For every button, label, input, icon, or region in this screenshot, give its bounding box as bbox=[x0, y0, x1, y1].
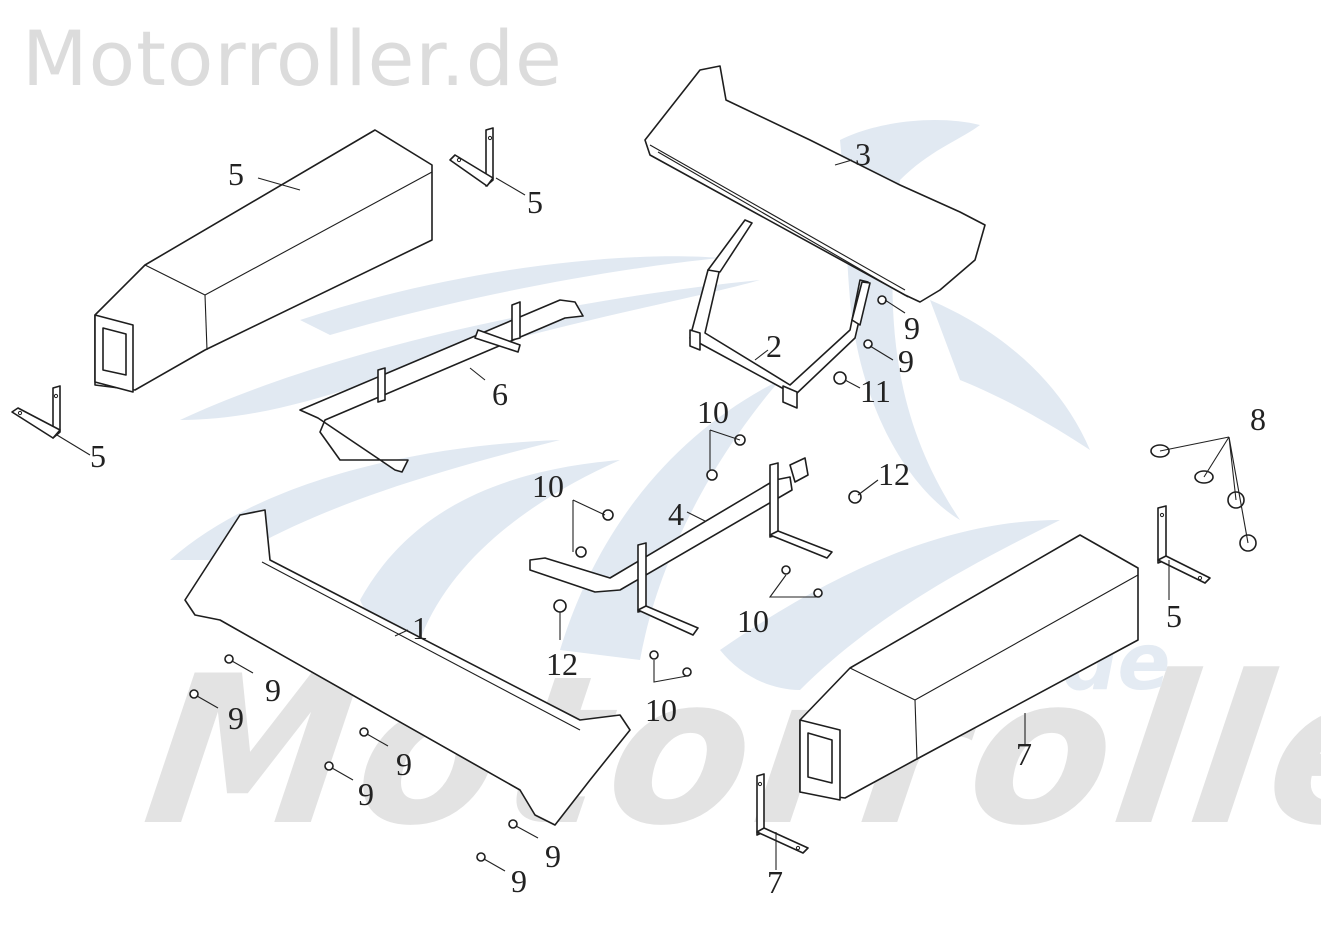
callout-10-a: 10 bbox=[697, 394, 729, 430]
part-5-bracket-right-upper[interactable] bbox=[1157, 505, 1211, 584]
callout-10-c: 10 bbox=[737, 603, 769, 639]
callout-4: 4 bbox=[668, 496, 684, 532]
part-5-bracket-top[interactable] bbox=[449, 127, 494, 187]
callout-9-a: 9 bbox=[265, 672, 281, 708]
callout-12-left: 12 bbox=[546, 646, 578, 682]
part-7-left-tube[interactable] bbox=[94, 129, 433, 393]
callout-2: 2 bbox=[766, 328, 782, 364]
callout-11: 11 bbox=[860, 373, 891, 409]
callout-9-b: 9 bbox=[228, 700, 244, 736]
part-4-lower-bar[interactable] bbox=[529, 457, 833, 636]
part-1-front-cover[interactable] bbox=[184, 509, 631, 826]
callout-9-e: 9 bbox=[545, 838, 561, 874]
callout-9-upper-b: 9 bbox=[898, 343, 914, 379]
callout-9-d: 9 bbox=[358, 776, 374, 812]
callout-5-right: 5 bbox=[1166, 598, 1182, 634]
callout-1: 1 bbox=[412, 610, 428, 646]
callout-5-bottom: 7 bbox=[767, 864, 783, 900]
callout-3: 3 bbox=[855, 136, 871, 172]
part-7-right-tube[interactable] bbox=[799, 534, 1139, 801]
callout-10-b: 10 bbox=[532, 468, 564, 504]
callout-5-left: 5 bbox=[90, 438, 106, 474]
part-2-u-bracket[interactable] bbox=[689, 219, 871, 409]
leader-lines bbox=[56, 159, 1249, 872]
part-3-rear-cover[interactable] bbox=[644, 65, 986, 303]
callout-6: 6 bbox=[492, 376, 508, 412]
callout-12-right: 12 bbox=[878, 456, 910, 492]
callout-7-right: 7 bbox=[1016, 736, 1032, 772]
callout-9-f: 9 bbox=[511, 863, 527, 899]
fasteners bbox=[189, 295, 887, 862]
callout-10-d: 10 bbox=[645, 692, 677, 728]
callout-8: 8 bbox=[1250, 401, 1266, 437]
part-5-bracket-bottom[interactable] bbox=[756, 773, 809, 854]
callout-9-upper-a: 9 bbox=[904, 310, 920, 346]
part-6-upper-bar[interactable] bbox=[299, 299, 584, 473]
callout-5-top: 5 bbox=[527, 184, 543, 220]
callout-9-c: 9 bbox=[396, 746, 412, 782]
part-5-bracket-left[interactable] bbox=[11, 385, 61, 439]
callout-7-left: 5 bbox=[228, 156, 244, 192]
watermark-top-text: Motorroller.de bbox=[22, 14, 563, 103]
